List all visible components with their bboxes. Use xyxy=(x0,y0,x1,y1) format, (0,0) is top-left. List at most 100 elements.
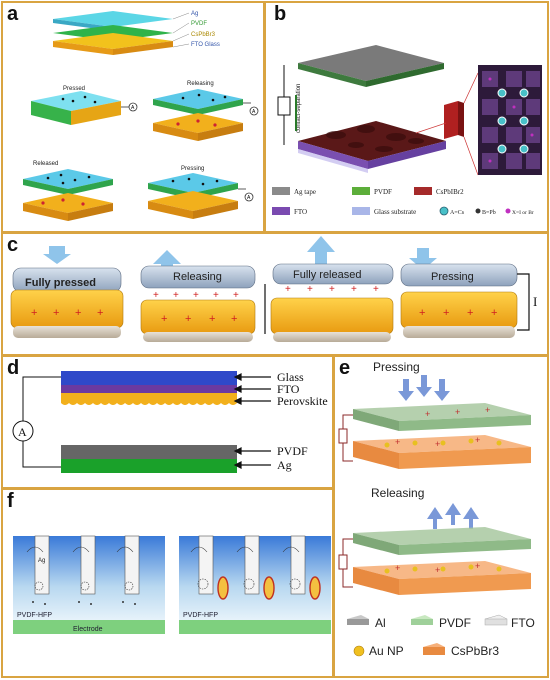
current-label-i: I xyxy=(533,294,537,309)
film-label-right: PVDF-HFP xyxy=(183,612,218,619)
exploded-stack xyxy=(53,11,173,55)
legend-cspbibr2: CsPbIBr2 xyxy=(436,188,464,196)
panel-b: b contact-separation xyxy=(264,1,549,233)
svg-text:+: + xyxy=(31,307,37,319)
panel-c: c + + + + Fully pressed + + + + + + + + + Releasin… xyxy=(1,232,549,356)
panel-c-label: c xyxy=(7,234,19,256)
state-pressed: A xyxy=(31,91,138,125)
legend-pvdf-e: PVDF xyxy=(439,616,471,630)
panel-e-legend: Al PVDF FTO Au NP CsPbBr3 xyxy=(347,614,535,658)
state-label-pressing-c: Pressing xyxy=(431,271,474,283)
state-label-pressed: Pressed xyxy=(63,86,85,92)
layer-label-cspbbr3: CsPbBr3 xyxy=(191,32,216,38)
svg-text:A: A xyxy=(247,195,251,201)
state-label-released: Released xyxy=(33,161,58,167)
svg-text:+: + xyxy=(419,307,425,319)
state-fully-pressed: + + + + xyxy=(10,246,124,338)
svg-text:+: + xyxy=(395,437,400,447)
film-label-left: PVDF-HFP xyxy=(17,612,52,619)
ammeter-label: A xyxy=(18,425,27,439)
pressing-title-e: Pressing xyxy=(373,360,420,374)
layer-label-pvdf: PVDF xyxy=(191,21,207,27)
svg-text:+: + xyxy=(97,307,103,319)
crystal-lattice xyxy=(478,65,542,175)
legend-fto: FTO xyxy=(294,208,307,216)
svg-text:+: + xyxy=(173,290,179,301)
panel-e-diagram: Pressing + + + + + + Releasing + + + xyxy=(338,360,535,658)
panel-f: f PVDF-HFP Electrode Ag PVDF-HFP xyxy=(1,488,334,678)
svg-text:A: A xyxy=(131,105,135,111)
panel-d: d A Glass FTO Perovskite PVDF Ag xyxy=(1,355,334,489)
state-pressing-c: ++++ xyxy=(400,248,530,338)
state-releasing: A xyxy=(153,89,259,141)
svg-text:+: + xyxy=(435,565,440,575)
state-fully-released: + + + + + xyxy=(264,236,394,342)
label-pvdf-d: PVDF xyxy=(277,444,308,458)
svg-text:+: + xyxy=(75,307,81,319)
legend-al: Al xyxy=(375,616,386,630)
svg-text:+: + xyxy=(329,284,335,295)
contact-separation-label: contact-separation xyxy=(296,84,302,133)
svg-text:+: + xyxy=(455,407,460,417)
svg-text:+: + xyxy=(233,290,239,301)
state-label-pressing: Pressing xyxy=(181,166,204,172)
svg-text:+: + xyxy=(231,313,237,325)
state-label-fully-released: Fully released xyxy=(293,269,361,281)
panel-f-diagram: PVDF-HFP Electrode Ag PVDF-HFP xyxy=(13,535,331,634)
electrode-label-f: Electrode xyxy=(73,626,103,633)
svg-text:+: + xyxy=(185,313,191,325)
legend-a-cs: A=Cs xyxy=(450,210,465,216)
svg-text:+: + xyxy=(475,435,480,445)
legend-cspbbr3: CsPbBr3 xyxy=(451,644,499,658)
panel-d-diagram: A Glass FTO Perovskite PVDF Ag xyxy=(12,370,328,473)
layer-label-ag: Ag xyxy=(191,11,198,17)
svg-text:+: + xyxy=(193,290,199,301)
state-released xyxy=(23,169,113,221)
state-releasing-c: + + + + + + + + + xyxy=(140,250,256,342)
svg-text:A: A xyxy=(252,109,256,115)
panel-f-label: f xyxy=(7,490,14,512)
svg-text:+: + xyxy=(161,313,167,325)
panel-b-legend: Ag tape PVDF CsPbIBr2 FTO Glass substrat… xyxy=(272,187,534,216)
svg-text:+: + xyxy=(351,284,357,295)
svg-text:+: + xyxy=(307,284,313,295)
svg-text:+: + xyxy=(209,313,215,325)
panel-b-label: b xyxy=(274,3,287,25)
legend-pvdf: PVDF xyxy=(374,188,392,196)
state-pressing: A xyxy=(148,173,254,219)
panel-c-diagram: ++++ Fully pressed +++++ ++++ Releasing … xyxy=(10,236,537,342)
legend-au-np: Au NP xyxy=(369,644,404,658)
svg-text:+: + xyxy=(485,405,490,415)
svg-text:+: + xyxy=(425,409,430,419)
panel-a-label: a xyxy=(7,3,19,25)
svg-text:+: + xyxy=(213,290,219,301)
legend-x-halide: X=I or Br xyxy=(512,210,534,216)
svg-text:+: + xyxy=(53,307,59,319)
state-label-releasing: Releasing xyxy=(187,81,214,87)
legend-b-pb: B=Pb xyxy=(482,210,496,216)
panel-d-label: d xyxy=(7,357,20,379)
label-fto: FTO xyxy=(277,382,300,396)
svg-text:+: + xyxy=(373,284,379,295)
releasing-title-e: Releasing xyxy=(371,486,424,500)
svg-text:+: + xyxy=(153,290,159,301)
label-glass: Glass xyxy=(277,370,304,384)
panel-a-diagram: Ag PVDF CsPbBr3 FTO Glass A Pressed xyxy=(23,11,259,221)
label-perovskite: Perovskite xyxy=(277,394,328,408)
state-label-fully-pressed: Fully pressed xyxy=(25,277,96,289)
panel-e-label: e xyxy=(339,357,351,379)
state-label-releasing-c: Releasing xyxy=(173,271,222,283)
layer-label-fto-glass: FTO Glass xyxy=(191,42,220,48)
panel-e: e Pressing + + + + + + Releasing xyxy=(333,355,549,678)
svg-text:+: + xyxy=(467,307,473,319)
panel-a: a Ag PVDF CsPbBr3 FTO Glass A Presse xyxy=(1,1,265,233)
svg-text:+: + xyxy=(435,439,440,449)
legend-fto-e: FTO xyxy=(511,616,535,630)
svg-text:+: + xyxy=(475,561,480,571)
svg-text:+: + xyxy=(285,284,291,295)
svg-text:+: + xyxy=(491,307,497,319)
panel-b-diagram: contact-separation xyxy=(272,45,542,216)
svg-text:+: + xyxy=(395,563,400,573)
tip-label-ag: Ag xyxy=(38,558,45,564)
legend-glass-substrate: Glass substrate xyxy=(374,208,416,216)
